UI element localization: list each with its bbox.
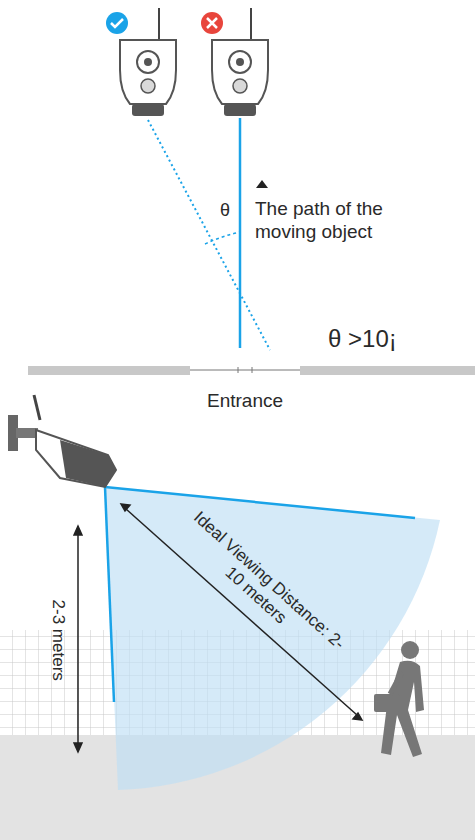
- wall-camera: [8, 395, 116, 487]
- field-of-view: [105, 487, 440, 790]
- person: [374, 641, 424, 757]
- direction-arrow: [256, 180, 268, 188]
- height-note: 2-3 meters: [48, 580, 68, 700]
- wall: [28, 366, 190, 375]
- camera-axis: [148, 120, 270, 350]
- object-path: [239, 118, 242, 348]
- dimension-arrows: [74, 504, 362, 752]
- angle-symbol: θ: [220, 200, 240, 222]
- angle-condition: θ >10¡: [328, 325, 448, 354]
- angle-arc: [205, 232, 240, 244]
- camera-bad: [201, 8, 268, 116]
- camera-good: [106, 8, 176, 116]
- entrance-label: Entrance: [190, 390, 300, 413]
- wall: [300, 366, 475, 375]
- entrance-line: [190, 370, 300, 371]
- path-note: The path of the moving object: [255, 198, 425, 244]
